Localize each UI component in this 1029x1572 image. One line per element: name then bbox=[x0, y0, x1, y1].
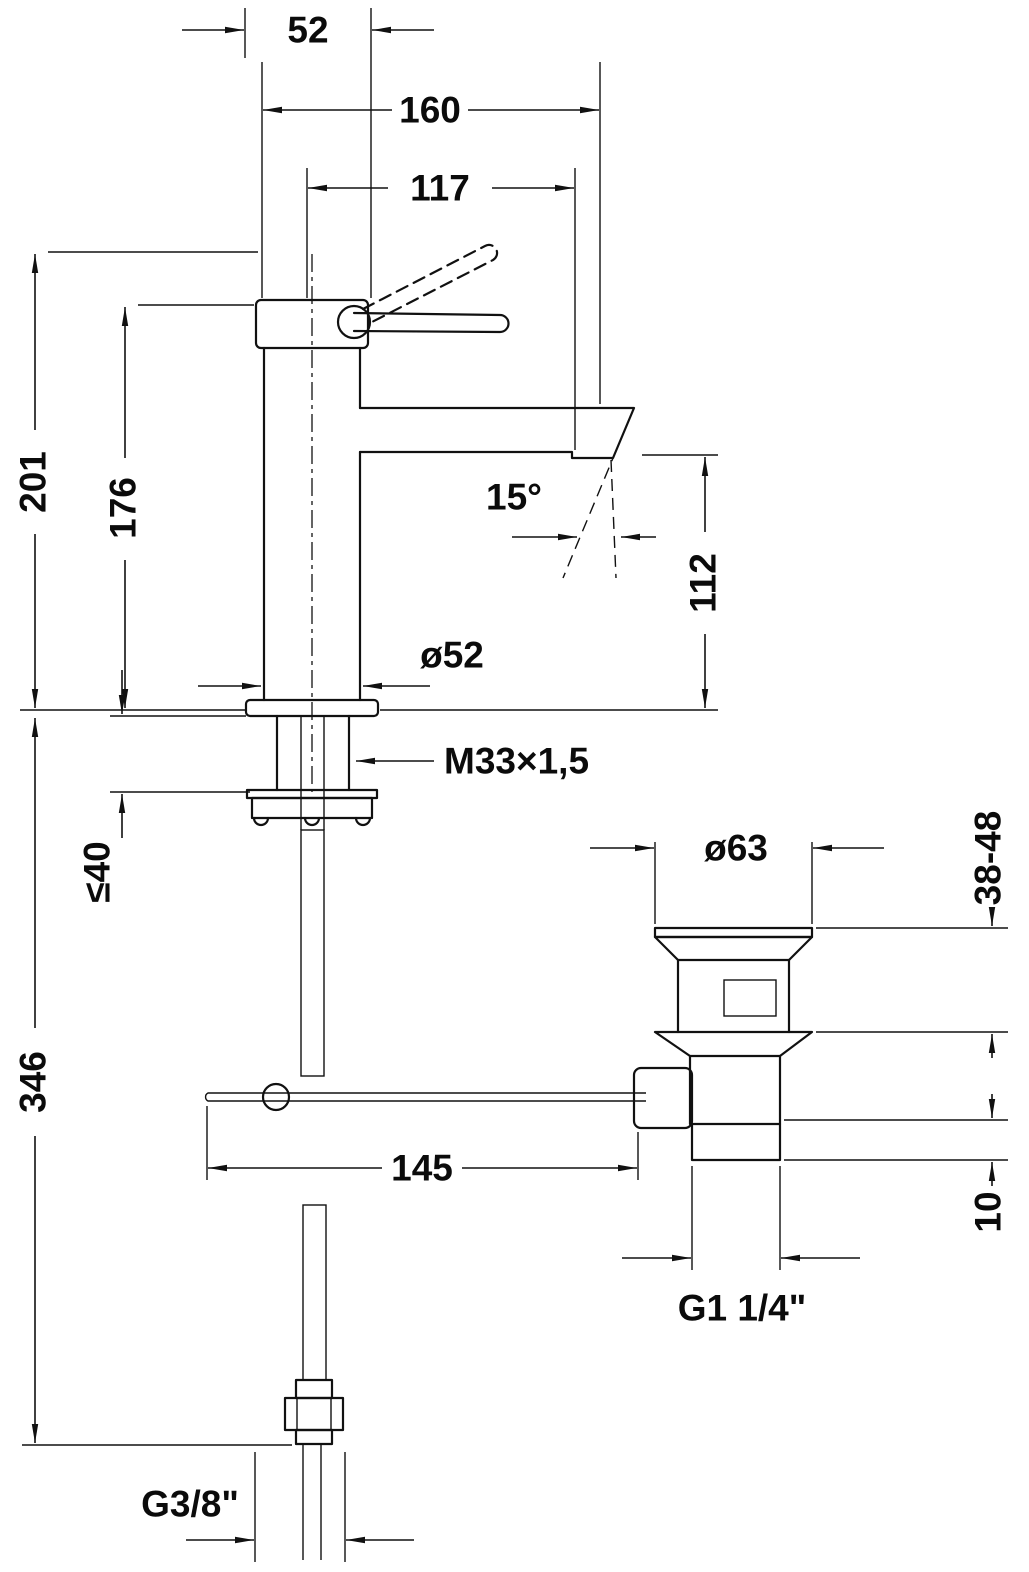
dim-waste-thread-length: 10 bbox=[784, 1094, 1009, 1233]
faucet bbox=[204, 243, 814, 1560]
mounting-nut bbox=[250, 796, 374, 820]
dim-supply-thread: G3/8" bbox=[141, 1452, 414, 1562]
dim-spout-reach: 160 bbox=[261, 62, 601, 404]
dim-waste-thread: G1 1/4" bbox=[622, 1166, 860, 1329]
dim-label-201: 201 bbox=[13, 451, 54, 513]
dim-label-52: 52 bbox=[287, 10, 328, 51]
dim-hose-drop-length: 346 bbox=[13, 718, 292, 1446]
pull-rod-ball-joint bbox=[261, 1082, 291, 1112]
dim-spout-angle: 15° bbox=[486, 414, 656, 579]
waste-overflow-slot bbox=[723, 979, 777, 1017]
connector-tip bbox=[294, 1428, 334, 1446]
waste-knurled-knob bbox=[632, 1066, 694, 1130]
base-escutcheon bbox=[244, 698, 380, 718]
dim-label-176: 176 bbox=[103, 477, 144, 539]
dim-label-o63: ø63 bbox=[704, 828, 768, 869]
dim-cap-offset: 52 bbox=[182, 8, 434, 298]
pop-up-waste bbox=[632, 926, 814, 1162]
dim-rod-to-waste-distance: 145 bbox=[206, 1106, 639, 1189]
connector-nut bbox=[283, 1396, 345, 1432]
waste-top-flange bbox=[653, 926, 814, 939]
dim-label-g38: G3/8" bbox=[141, 1484, 239, 1525]
dim-label-145: 145 bbox=[391, 1148, 453, 1189]
dimensions: 52 160 117 201 176 bbox=[13, 8, 1009, 1562]
dim-lever-reach: 117 bbox=[306, 168, 576, 450]
dim-label-346: 346 bbox=[13, 1051, 54, 1113]
dim-body-diameter: ø52 bbox=[198, 635, 484, 690]
dim-mounting-thread: M33×1,5 bbox=[356, 741, 589, 782]
dim-label-le40: ≤40 bbox=[77, 841, 118, 902]
dim-label-38-48: 38-48 bbox=[968, 811, 1009, 906]
lever-handle-solid bbox=[352, 311, 510, 334]
dim-height-to-cap: 176 bbox=[103, 304, 254, 708]
dim-max-deck-thickness: ≤40 bbox=[77, 670, 250, 903]
connector-collar bbox=[294, 1378, 334, 1400]
lever-pivot-boss bbox=[336, 304, 372, 340]
mounting-nut-lugs bbox=[252, 816, 372, 827]
dim-overall-height: 201 bbox=[13, 251, 258, 711]
lever-handle-raised-dashed bbox=[361, 243, 499, 325]
dim-label-m33: M33×1,5 bbox=[444, 741, 589, 782]
mounting-shank bbox=[245, 714, 379, 830]
hose-connector bbox=[283, 1378, 345, 1560]
dim-label-15deg: 15° bbox=[486, 477, 542, 518]
dim-label-g114: G1 1/4" bbox=[678, 1288, 807, 1329]
pull-rod bbox=[204, 1082, 646, 1112]
dim-label-117: 117 bbox=[410, 168, 470, 209]
supply-hose-lower bbox=[302, 1204, 327, 1381]
waste-thread-section bbox=[690, 1122, 782, 1162]
dim-label-112: 112 bbox=[683, 553, 724, 613]
spout bbox=[358, 406, 636, 460]
waste-upper-cone bbox=[653, 935, 814, 962]
dim-label-o52: ø52 bbox=[420, 635, 484, 676]
waste-seal-cone bbox=[653, 1030, 814, 1058]
dim-label-160: 160 bbox=[399, 90, 461, 131]
dim-spout-outlet-height: 112 bbox=[380, 454, 724, 711]
dim-clamping-range: 38-48 bbox=[816, 811, 1009, 1058]
supply-hose-upper bbox=[300, 829, 325, 1077]
dim-waste-flange-diameter: ø63 bbox=[590, 828, 884, 924]
dim-label-10: 10 bbox=[968, 1191, 1009, 1232]
faucet-cap bbox=[254, 298, 370, 350]
